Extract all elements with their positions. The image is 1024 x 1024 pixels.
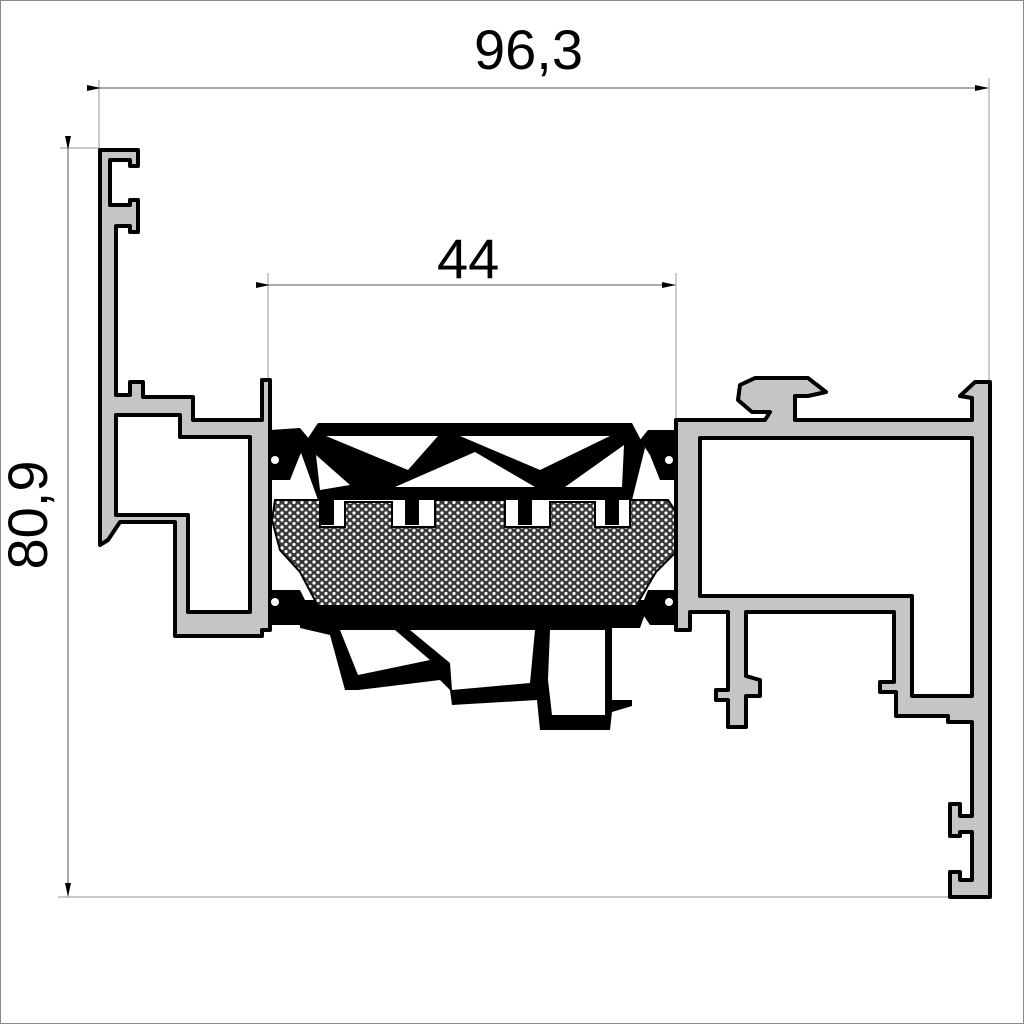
dimension-overall-height <box>58 136 950 898</box>
outer-aluminium-profile <box>98 148 272 638</box>
inner-aluminium-profile <box>674 376 992 899</box>
glazing-width-label: 44 <box>437 227 500 290</box>
dimension-glazing-width <box>256 273 677 430</box>
overall-height-label: 80,9 <box>0 460 59 570</box>
polyamide-thermal-break <box>270 423 676 730</box>
dimension-overall-width <box>87 78 990 385</box>
insulating-foam-insert <box>270 499 677 607</box>
overall-width-label: 96,3 <box>474 18 583 81</box>
